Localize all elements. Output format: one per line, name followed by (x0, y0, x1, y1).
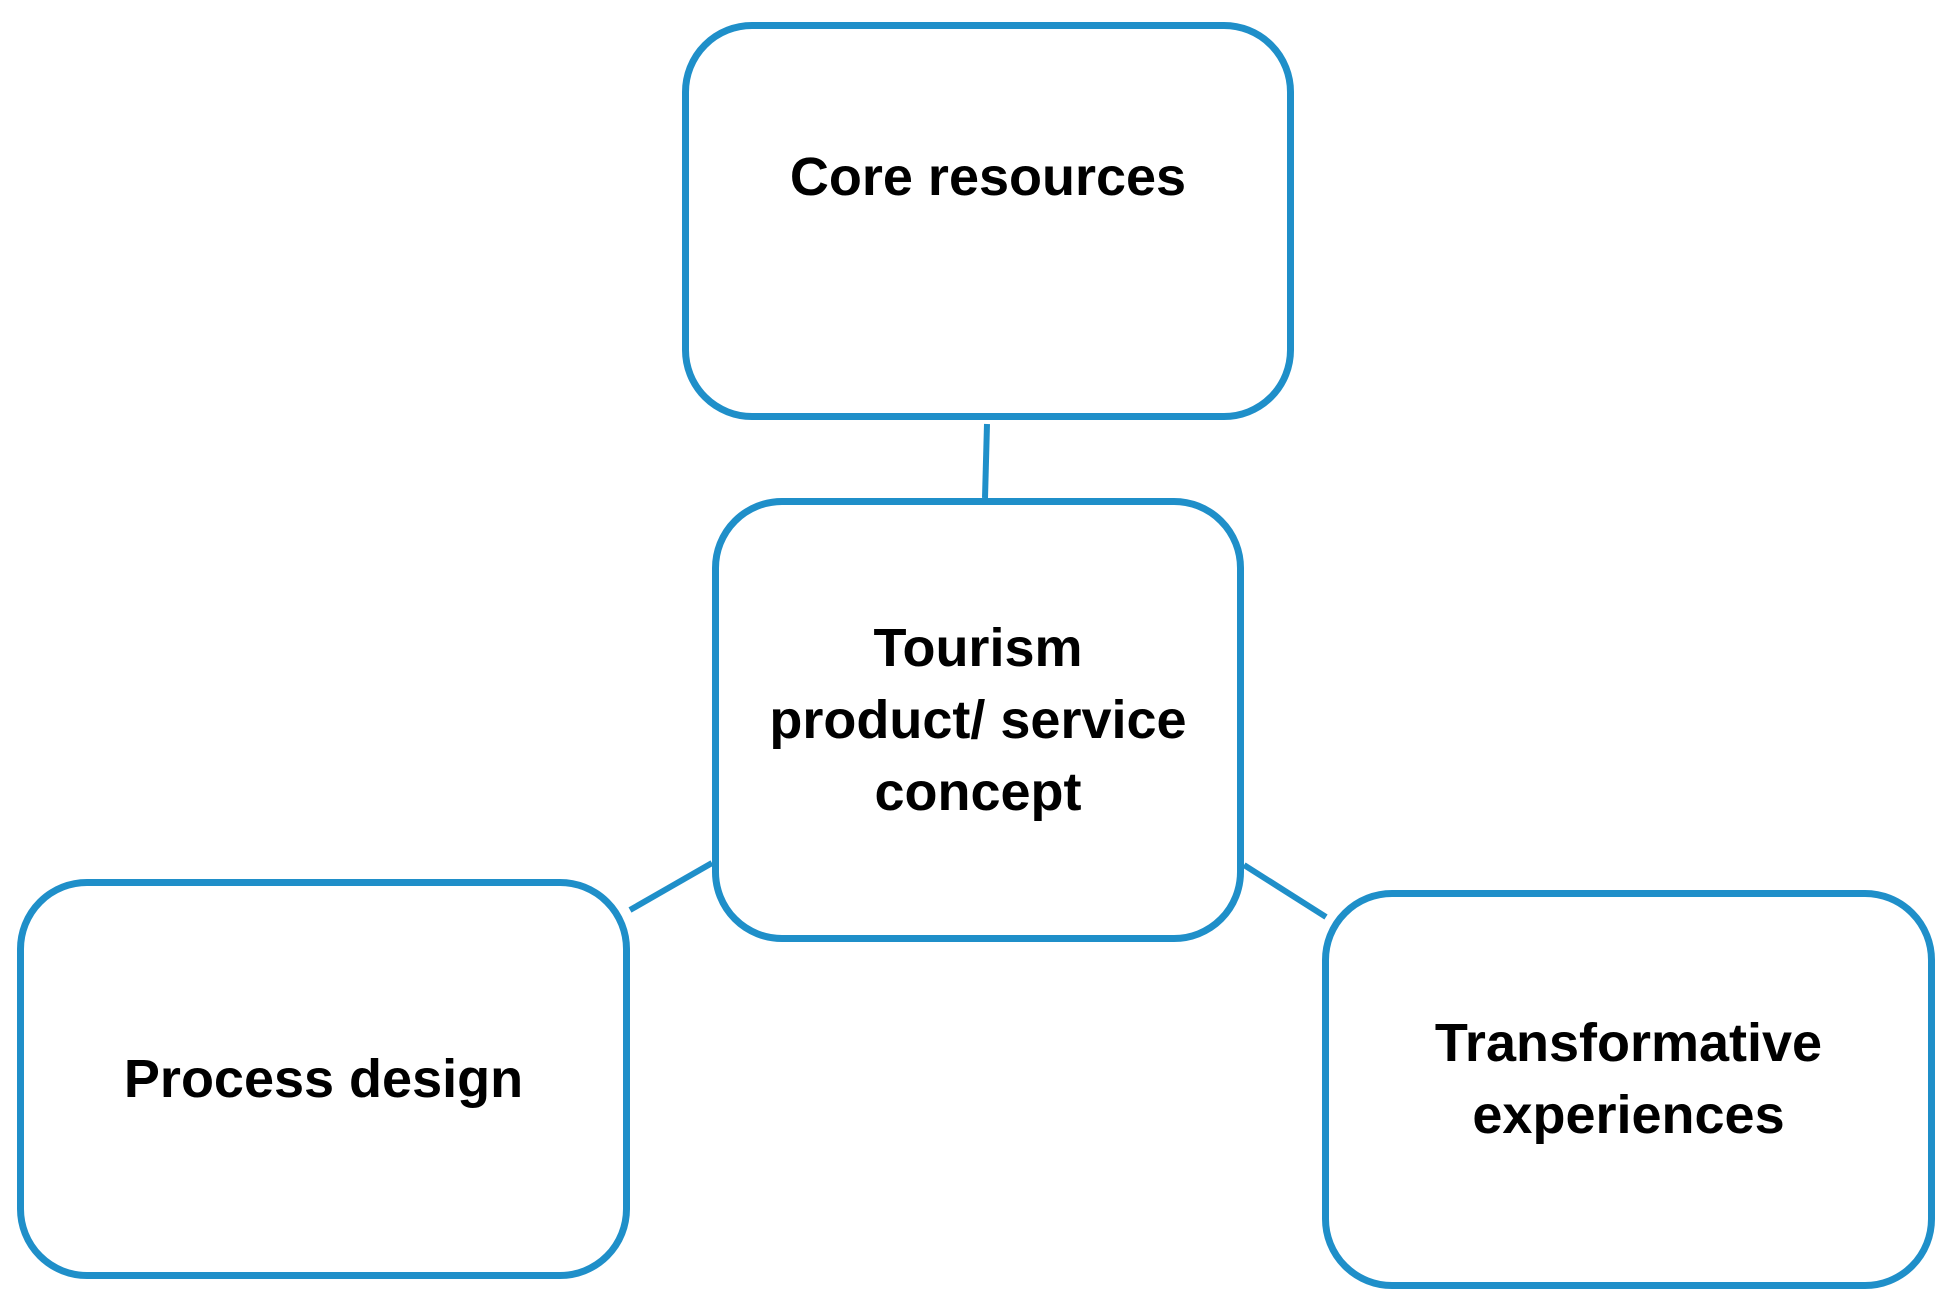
node-transformative-experiences-label: Transformative experiences (1434, 1012, 1823, 1145)
connector-center-process (628, 860, 714, 913)
node-core-resources-label: Core resources (789, 147, 1187, 207)
node-process-design: Process design (17, 879, 630, 1279)
node-transformative-experiences: Transformative experiences (1322, 890, 1935, 1289)
node-tourism-concept: Tourism product/ service concept (712, 498, 1244, 942)
node-core-resources: Core resources (682, 22, 1294, 420)
node-tourism-concept-label: Tourism product/ service concept (769, 618, 1187, 822)
connector-core-center (982, 423, 990, 499)
node-process-design-label: Process design (123, 1049, 524, 1109)
connector-center-transform (1242, 862, 1328, 920)
